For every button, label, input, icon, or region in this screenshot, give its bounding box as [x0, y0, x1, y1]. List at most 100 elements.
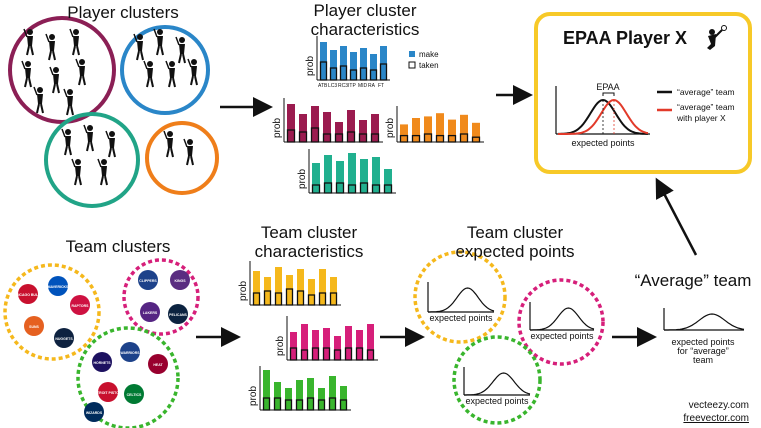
team-cluster-characteristics-heading: Team cluster characteristics [254, 223, 364, 261]
team-logo-label: RAPTORS [71, 304, 89, 308]
team-logo: KINGS [170, 270, 190, 290]
credit-freevector-link[interactable]: freevector.com [683, 413, 749, 424]
basketball-player-icon [707, 25, 727, 50]
team-logo: NUGGETS [54, 328, 74, 348]
arrow-average-to-epaa [655, 177, 698, 256]
team-logo: CHICAGO BULLS [13, 284, 43, 304]
expected-points-label: expected points [530, 331, 594, 341]
make-bar [335, 122, 343, 142]
legend-average-label: “average” team [677, 87, 735, 97]
make-bar [312, 330, 319, 360]
y-axis-label: prob [305, 56, 316, 76]
make-bar [436, 113, 444, 142]
player-silhouette [105, 130, 116, 158]
player-bars: prob [305, 36, 390, 81]
team-logo-label: CLIPPERS [139, 279, 157, 283]
epaa-title: EPAA Player X [562, 28, 688, 48]
make-bar [340, 386, 347, 410]
make-bar [307, 378, 314, 410]
player-clusters-heading: Player clusters [67, 3, 179, 22]
make-bar [472, 122, 480, 142]
category-tick-label: RC3 [338, 83, 348, 89]
make-bar [308, 279, 315, 305]
epaa-x-label: expected points [571, 138, 635, 148]
epaa-bracket [602, 92, 615, 96]
player-silhouette [21, 60, 32, 88]
expected-points-circles [413, 250, 605, 425]
expected-points-circle-yellow [413, 250, 507, 344]
make-bar [324, 155, 332, 193]
green-expected-curve: expected points [463, 367, 531, 406]
average-team-heading: “Average” team [634, 271, 752, 290]
flow-arrows [196, 85, 698, 347]
team-logo: WARRIORS [120, 342, 140, 362]
team-logo: LAKERS [140, 302, 160, 322]
player-silhouette [153, 28, 164, 56]
make-bar [274, 382, 281, 410]
team-logo-label: SUNS [29, 325, 39, 329]
team-logo-label: LAKERS [143, 311, 158, 315]
epaa-player-x-curve [558, 98, 649, 135]
team-logo-label: PELICANS [169, 313, 187, 317]
make-bar [301, 324, 308, 360]
make-bar [336, 161, 344, 193]
make-bar [370, 54, 377, 80]
team-cluster-circle-green [76, 326, 180, 428]
team-logo-label: CELTICS [127, 393, 142, 397]
player-silhouette [143, 60, 154, 88]
make-bar [323, 112, 331, 142]
team-logo-label: MAVERICKS [48, 285, 69, 289]
category-tick-label: MID [358, 83, 368, 89]
make-bar [329, 376, 336, 410]
make-bar [299, 114, 307, 142]
make-bar [287, 104, 295, 142]
player-silhouette [23, 28, 34, 56]
make-bar [424, 116, 432, 142]
make-bar [372, 157, 380, 193]
make-bar [448, 119, 456, 142]
team-logo: MAVERICKS [48, 276, 69, 296]
make-bar [275, 267, 282, 305]
team-logo-label: DETROIT PISTONS [92, 391, 124, 395]
make-bar [384, 169, 392, 193]
team-logo: RAPTORS [70, 295, 90, 315]
make-bar [286, 275, 293, 305]
make-bar [334, 336, 341, 360]
player-silhouette [133, 33, 144, 61]
make-bar [380, 46, 387, 80]
team-logo: CELTICS [124, 384, 144, 404]
make-bar [356, 330, 363, 360]
team-logo: WIZARDS [84, 402, 104, 422]
team-cluster-circles [3, 258, 200, 428]
epaa-marker-label: EPAA [596, 82, 619, 92]
team-logo-label: NUGGETS [55, 337, 73, 341]
player-cluster-circle-orange [145, 121, 219, 195]
y-axis-label: prob [385, 118, 396, 138]
team-logo-label: HORNETS [93, 361, 111, 365]
make-bar [340, 46, 347, 80]
player-silhouette [33, 86, 44, 114]
expected-points-circle-green [452, 335, 542, 425]
legend-taken-swatch [408, 61, 416, 69]
category-tick-label: ATB [318, 83, 328, 89]
make-bar [460, 114, 468, 142]
y-axis-label: prob [275, 336, 286, 356]
make-bar [350, 52, 357, 80]
player-silhouette [183, 138, 194, 166]
team-logo: CLIPPERS [138, 270, 158, 290]
player-silhouette [175, 36, 186, 64]
player-cluster-circle-teal [44, 112, 140, 208]
team-logo: HORNETS [92, 352, 112, 372]
make-bar [320, 42, 327, 80]
make-bar [318, 388, 325, 410]
team-logo-label: WARRIORS [120, 351, 140, 355]
make-bar [367, 324, 374, 360]
maroon-cluster-chart: prob [272, 98, 383, 143]
make-bar [330, 277, 337, 305]
team-cluster-expected-points-heading: Team cluster expected points [455, 223, 575, 261]
make-bar [347, 110, 355, 142]
team-logo: PELICANS [168, 304, 188, 324]
make-bar [323, 328, 330, 360]
